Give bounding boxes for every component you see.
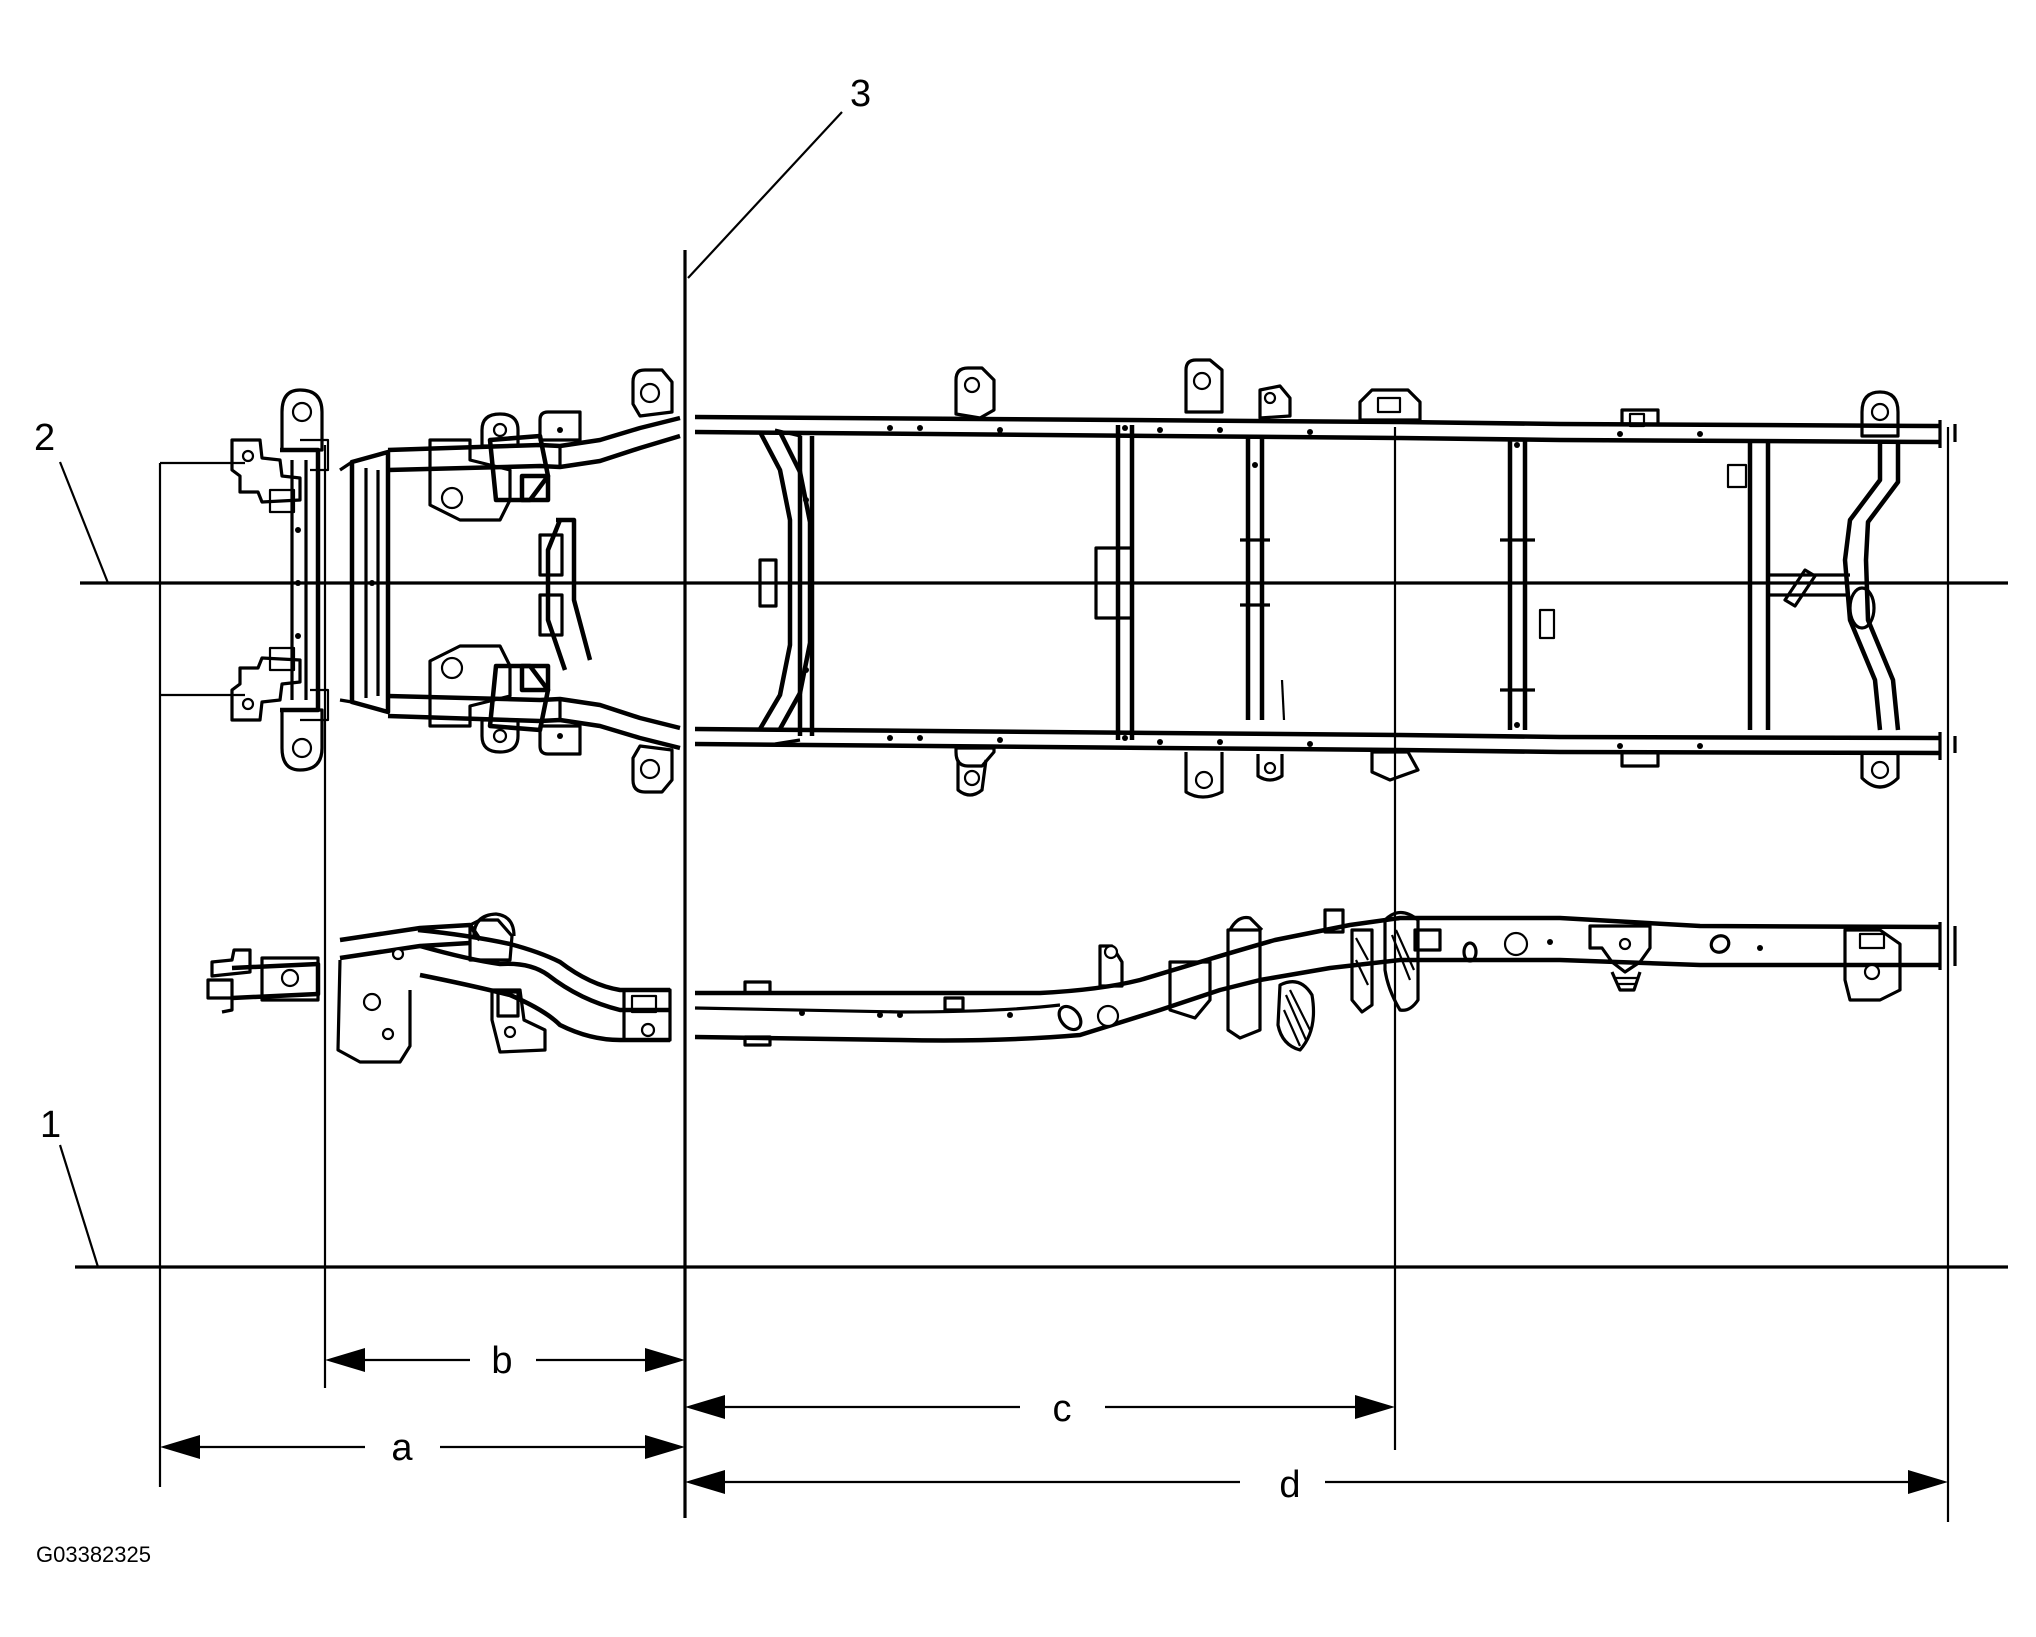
callout-leaders <box>58 111 843 1268</box>
callout-label-1: 1 <box>40 1104 61 1146</box>
dimension-label-a: a <box>391 1427 413 1469</box>
frame-side-view-front-section <box>206 912 672 1064</box>
rivets-top-rail <box>887 425 1703 437</box>
frame-top-view-front-section <box>230 368 681 794</box>
leader-1 <box>58 1144 100 1268</box>
frame-top-view-main-section <box>694 358 1957 799</box>
dimension-label-d: d <box>1279 1464 1300 1506</box>
leader-2 <box>58 461 110 584</box>
callout-label-3: 3 <box>850 73 871 115</box>
dimension-d <box>685 1470 1948 1494</box>
dimension-label-c: c <box>1053 1388 1072 1430</box>
dimension-label-b: b <box>491 1340 512 1382</box>
reference-lines <box>75 250 2008 1522</box>
frame-side-view-main-section <box>694 908 1957 1052</box>
callout-label-2: 2 <box>34 417 55 459</box>
figure-id: G03382325 <box>36 1542 151 1567</box>
body-mounts-top <box>954 358 1900 438</box>
rivets-bottom-rail <box>887 735 1703 749</box>
leader-3 <box>687 111 843 279</box>
dimension-b <box>325 1348 685 1372</box>
dimension-c <box>685 1395 1395 1419</box>
dimension-a <box>160 1435 685 1459</box>
body-mounts-bottom <box>954 746 1900 799</box>
